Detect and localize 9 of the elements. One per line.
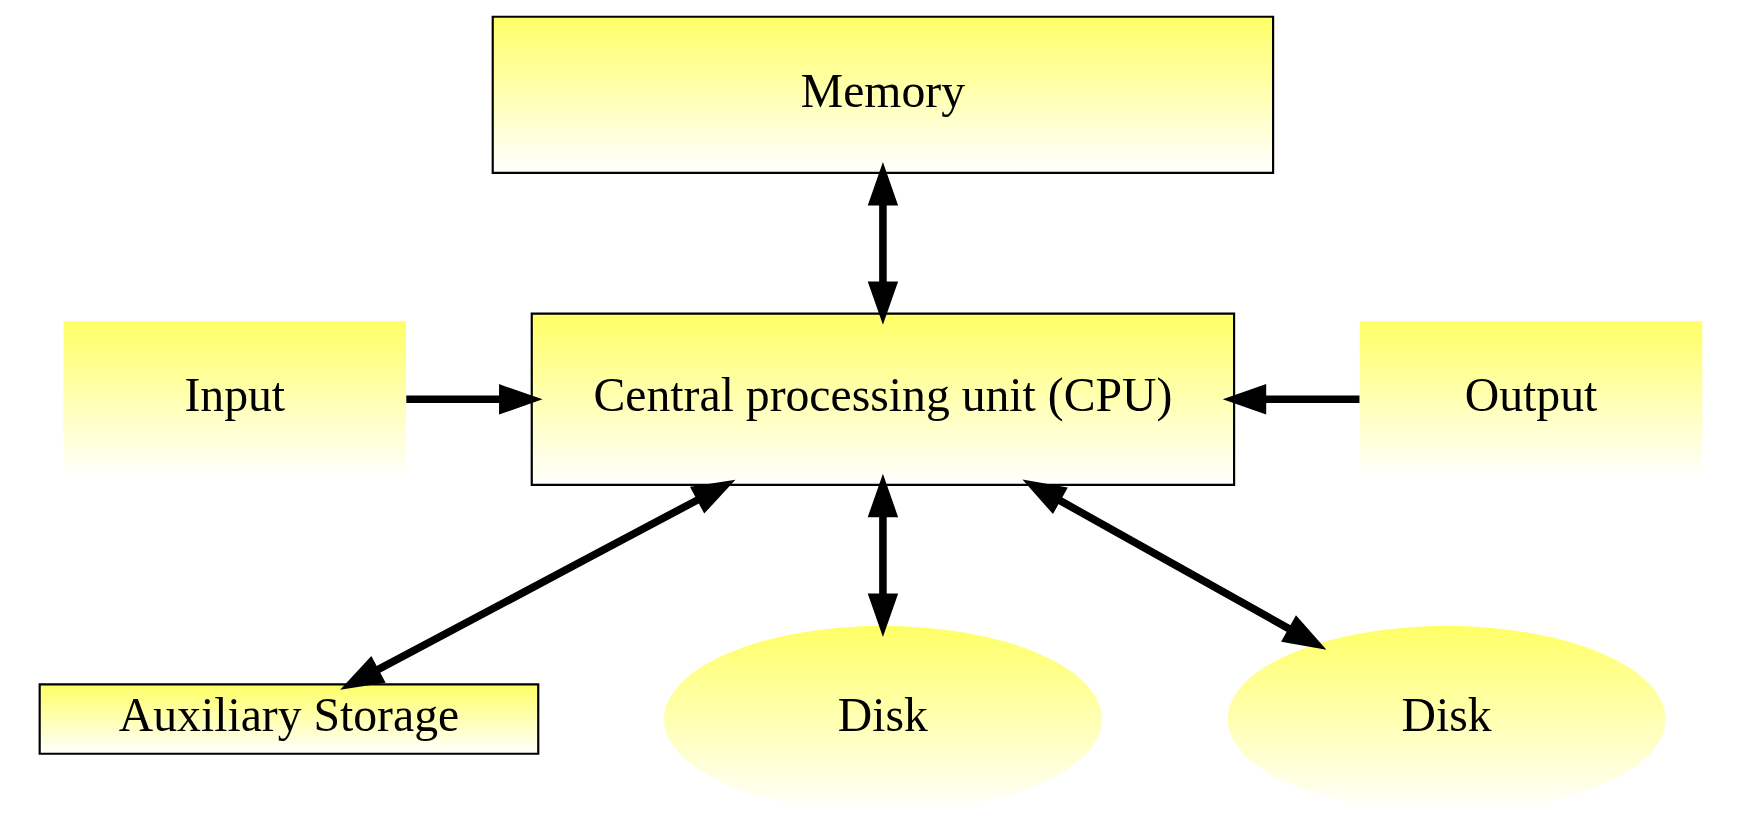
node-box: Auxiliary Storage	[38, 683, 539, 755]
arrow	[867, 162, 898, 325]
arrow	[405, 384, 542, 415]
arrow	[339, 479, 735, 690]
arrow	[1222, 384, 1359, 415]
arrow	[867, 473, 898, 638]
node-box: Memory	[491, 15, 1274, 174]
arrow	[1021, 479, 1326, 650]
node-box: Central processing unit (CPU)	[530, 312, 1235, 487]
